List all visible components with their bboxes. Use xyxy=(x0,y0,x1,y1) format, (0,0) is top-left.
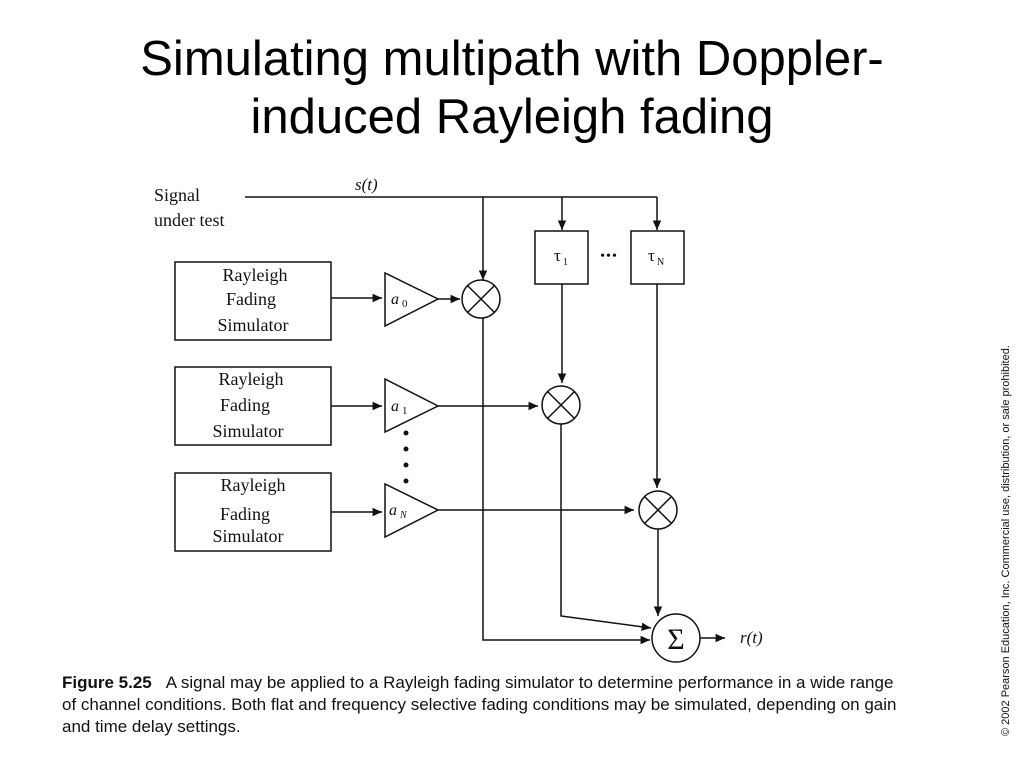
caption-text: A signal may be applied to a Rayleigh fa… xyxy=(62,673,897,736)
simn-label-line-2: Fading xyxy=(220,504,270,524)
sim0-label-line-1: Rayleigh xyxy=(223,265,288,285)
multiplier-1 xyxy=(541,385,581,425)
sim0-label-line-3: Simulator xyxy=(218,315,289,335)
figure-label: Figure 5.25 xyxy=(62,673,152,692)
gain1-symbol: a xyxy=(391,398,399,415)
multiplier-n xyxy=(638,490,678,530)
output-label: r(t) xyxy=(740,628,763,647)
gain-amplifier-0 xyxy=(384,271,440,328)
delay-box-1 xyxy=(534,230,589,285)
slide-title: Simulating multipath with Doppler- induc… xyxy=(0,30,1024,146)
gain0-subscript: 0 xyxy=(402,298,408,310)
delay1-symbol: τ xyxy=(554,246,561,265)
input-label-line-2: under test xyxy=(154,210,224,230)
mixer0-to-summer xyxy=(482,318,650,645)
copyright-notice: © 2002 Pearson Education, Inc. Commercia… xyxy=(1000,345,1012,736)
gainn-subscript: N xyxy=(399,510,408,521)
multiplier-0 xyxy=(461,279,501,319)
rayleigh-simulator-box-0 xyxy=(174,261,332,341)
sim1-label-line-3: Simulator xyxy=(213,421,284,441)
delay-ellipsis: ••• xyxy=(600,249,618,264)
simn-label-line-1: Rayleigh xyxy=(221,475,286,495)
simn-label-line-3: Simulator xyxy=(213,526,284,546)
summer-sigma: Σ xyxy=(667,623,684,656)
delayn-subscript: N xyxy=(657,257,664,268)
sim1-label-line-1: Rayleigh xyxy=(219,369,284,389)
signal-label: s(t) xyxy=(355,175,378,194)
vertical-ellipsis-dots xyxy=(403,430,409,484)
gain1-subscript: 1 xyxy=(402,405,408,417)
slide-title-line-2: induced Rayleigh fading xyxy=(250,90,774,144)
gain-amplifier-n xyxy=(384,482,440,539)
slide-title-line-1: Simulating multipath with Doppler- xyxy=(140,32,884,86)
gain-amplifier-1 xyxy=(384,377,440,434)
sim1-label-line-2: Fading xyxy=(220,395,270,415)
gainn-symbol: a xyxy=(389,502,397,519)
mixer1-to-summer xyxy=(560,424,652,631)
input-label-line-1: Signal xyxy=(154,185,200,205)
delayn-symbol: τ xyxy=(648,246,655,265)
delay1-subscript: 1 xyxy=(563,257,568,268)
sim0-label-line-2: Fading xyxy=(226,289,276,309)
gain0-symbol: a xyxy=(391,291,399,308)
